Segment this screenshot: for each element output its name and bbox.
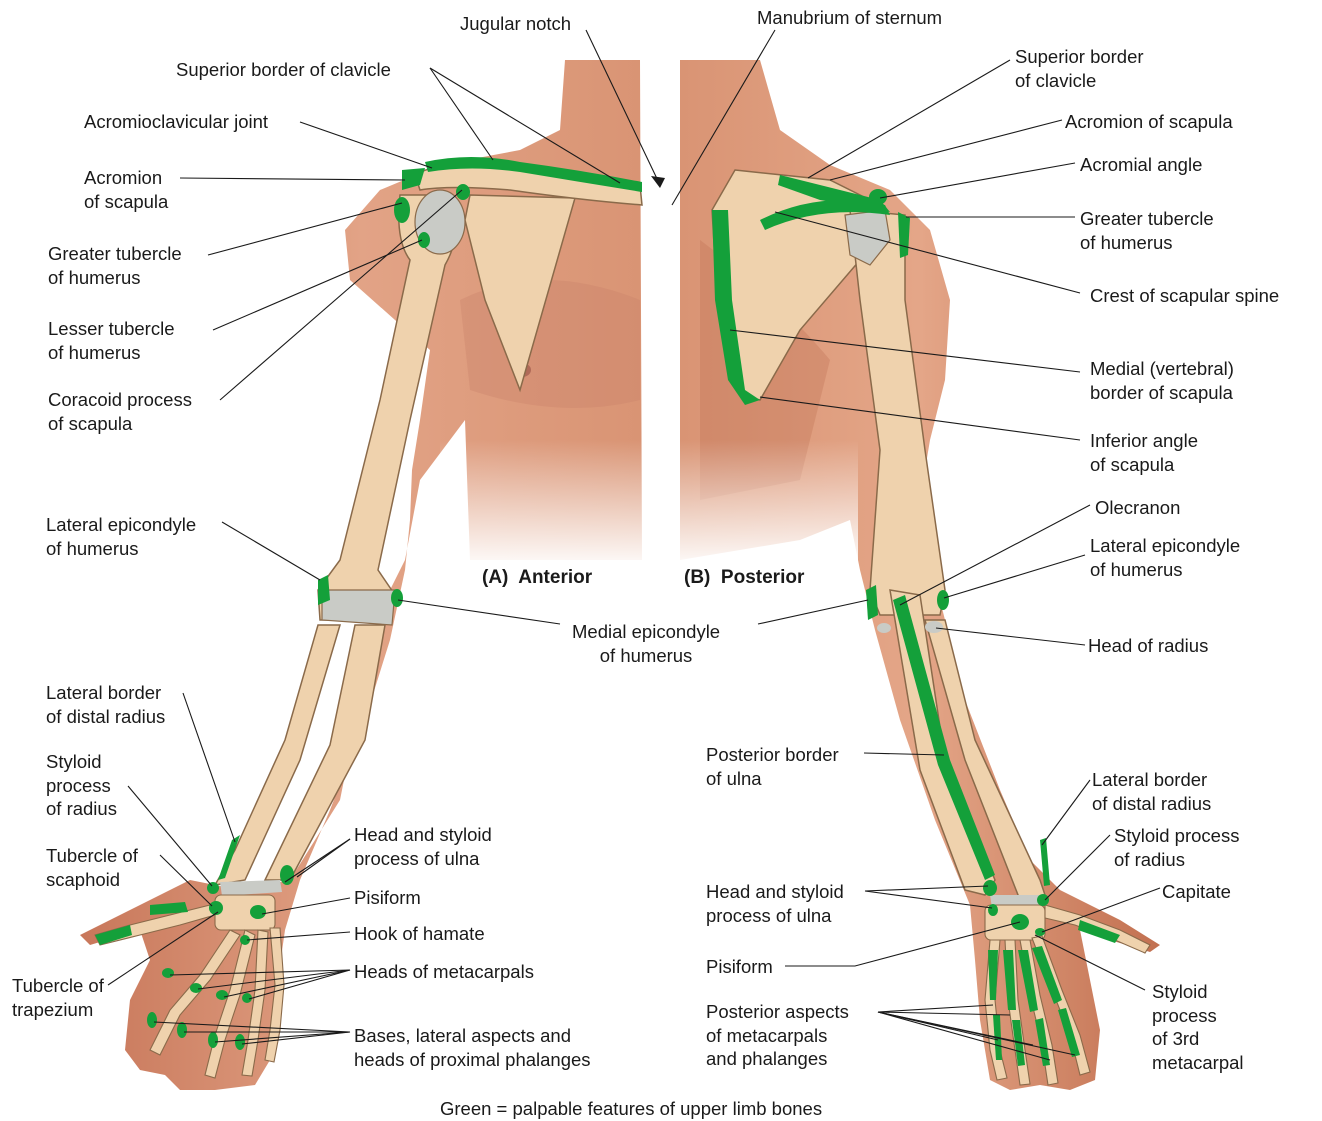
posterior-elbow-cartilage bbox=[877, 623, 891, 633]
view-label-posterior: (B) Posterior bbox=[684, 567, 804, 589]
label-superior-border-of-clavicle-anterior: Superior border of clavicle bbox=[176, 58, 391, 82]
posterior-head-of-radius bbox=[925, 621, 943, 633]
label-posterior-border-ulna: Posterior border of ulna bbox=[706, 743, 839, 790]
label-jugular-notch: Jugular notch bbox=[460, 12, 571, 36]
label-head-styloid-ulna-posterior: Head and styloid process of ulna bbox=[706, 880, 844, 927]
label-coracoid-process: Coracoid process of scapula bbox=[48, 388, 192, 435]
label-crest-scapular-spine: Crest of scapular spine bbox=[1090, 284, 1279, 308]
label-lateral-border-distal-radius-posterior: Lateral border of distal radius bbox=[1092, 768, 1211, 815]
label-acromion-of-scapula-posterior: Acromion of scapula bbox=[1065, 110, 1233, 134]
view-label-anterior: (A) Anterior bbox=[482, 567, 592, 589]
label-capitate: Capitate bbox=[1162, 880, 1231, 904]
label-olecranon: Olecranon bbox=[1095, 496, 1180, 520]
label-styloid-process-radius-anterior: Styloid process of radius bbox=[46, 750, 117, 821]
label-acromion-of-scapula-anterior: Acromion of scapula bbox=[84, 166, 168, 213]
label-bases-proximal-phalanges: Bases, lateral aspects and heads of prox… bbox=[354, 1024, 591, 1071]
label-styloid-process-radius-posterior: Styloid process of radius bbox=[1114, 824, 1239, 871]
label-tubercle-of-trapezium: Tubercle of trapezium bbox=[12, 974, 104, 1021]
label-greater-tubercle-posterior: Greater tubercle of humerus bbox=[1080, 207, 1214, 254]
label-superior-border-of-clavicle-posterior: Superior border of clavicle bbox=[1015, 45, 1144, 92]
label-heads-of-metacarpals: Heads of metacarpals bbox=[354, 960, 534, 984]
jugular-notch-arrowhead bbox=[651, 176, 665, 188]
label-acromial-angle: Acromial angle bbox=[1080, 153, 1202, 177]
label-styloid-3rd-metacarpal: Styloid process of 3rd metacarpal bbox=[1152, 980, 1244, 1074]
label-inferior-angle-scapula: Inferior angle of scapula bbox=[1090, 429, 1198, 476]
label-head-styloid-ulna-anterior: Head and styloid process of ulna bbox=[354, 823, 492, 870]
label-lateral-border-distal-radius-anterior: Lateral border of distal radius bbox=[46, 681, 165, 728]
label-pisiform-posterior: Pisiform bbox=[706, 955, 773, 979]
posterior-fade bbox=[678, 440, 858, 570]
label-medial-epicondyle: Medial epicondyle of humerus bbox=[572, 620, 720, 667]
label-lateral-epicondyle-posterior: Lateral epicondyle of humerus bbox=[1090, 534, 1240, 581]
anterior-elbow-cartilage bbox=[322, 590, 395, 625]
anterior-fade bbox=[440, 440, 645, 570]
label-acromioclavicular-joint: Acromioclavicular joint bbox=[84, 110, 268, 134]
label-medial-border-scapula: Medial (vertebral) border of scapula bbox=[1090, 357, 1234, 404]
figure-caption: Green = palpable features of upper limb … bbox=[440, 1098, 822, 1120]
label-posterior-aspects-metacarpals: Posterior aspects of metacarpals and pha… bbox=[706, 1000, 849, 1071]
label-pisiform-anterior: Pisiform bbox=[354, 886, 421, 910]
label-head-of-radius: Head of radius bbox=[1088, 634, 1208, 658]
label-lesser-tubercle: Lesser tubercle of humerus bbox=[48, 317, 174, 364]
label-lateral-epicondyle-anterior: Lateral epicondyle of humerus bbox=[46, 513, 196, 560]
label-tubercle-of-scaphoid: Tubercle of scaphoid bbox=[46, 844, 138, 891]
label-greater-tubercle-anterior: Greater tubercle of humerus bbox=[48, 242, 182, 289]
label-manubrium-of-sternum: Manubrium of sternum bbox=[757, 6, 942, 30]
label-hook-of-hamate: Hook of hamate bbox=[354, 922, 485, 946]
